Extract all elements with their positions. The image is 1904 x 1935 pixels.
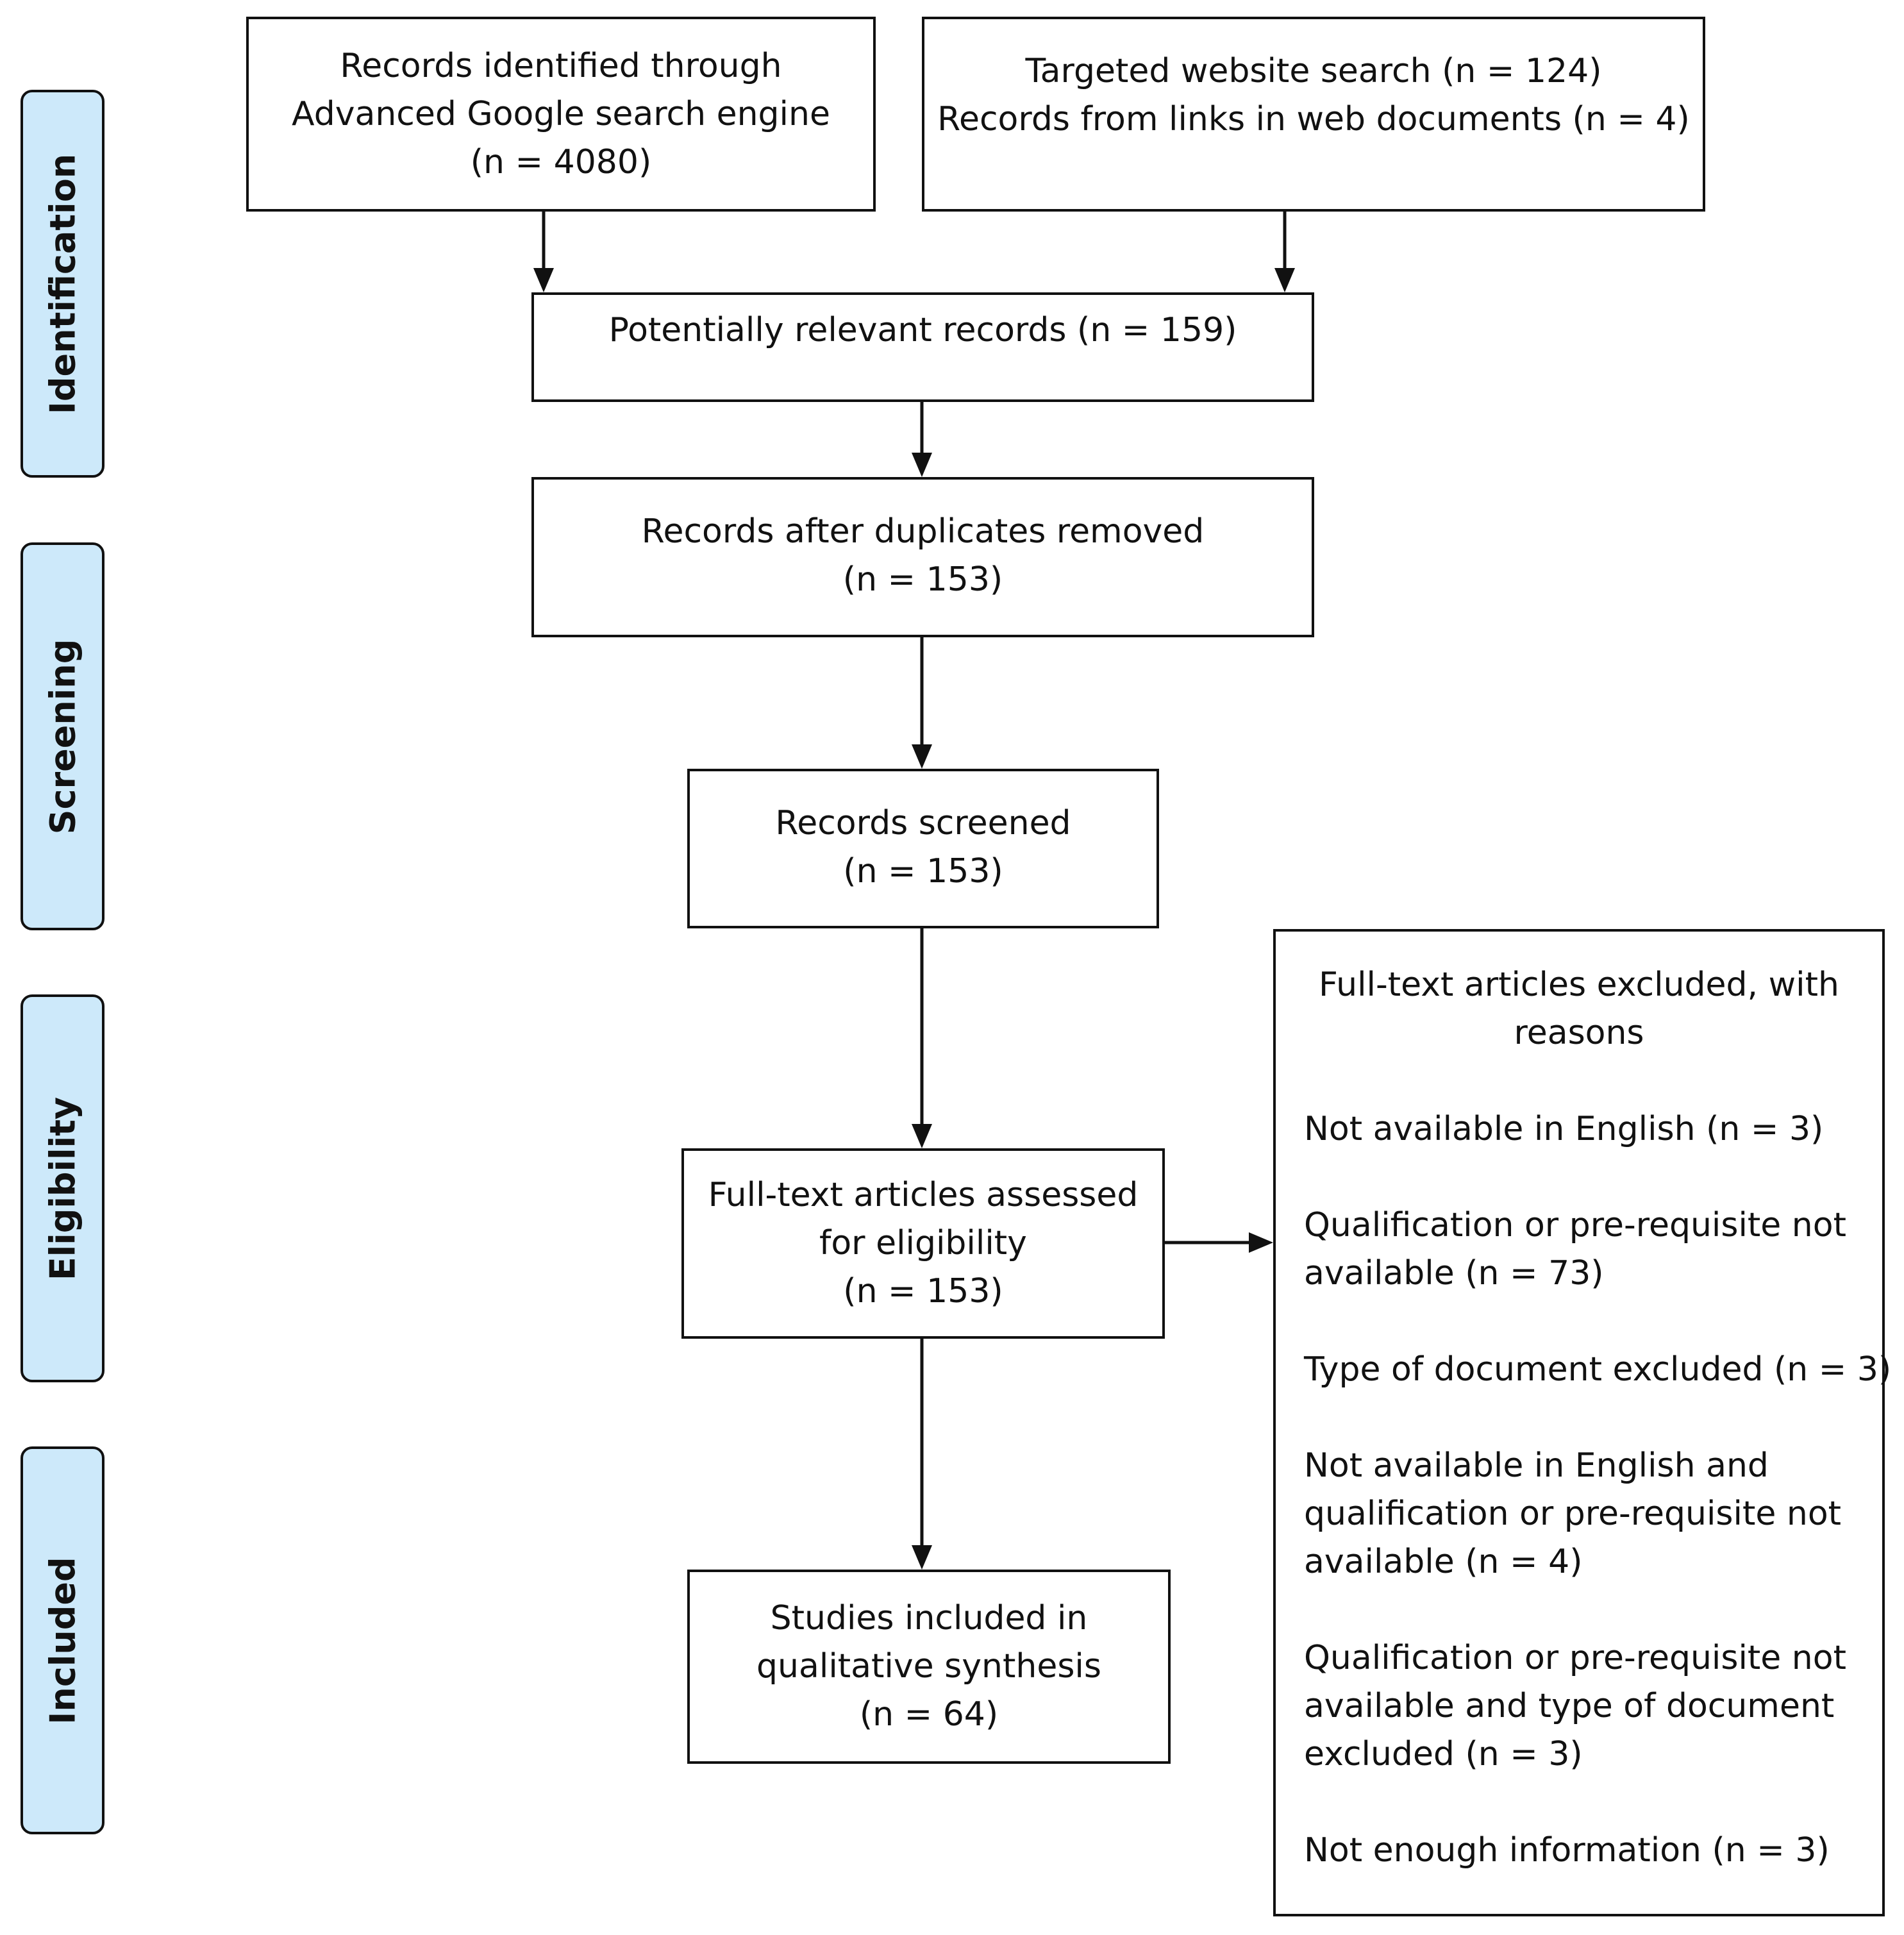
- stage-tab-eligibility: Eligibility: [21, 994, 104, 1382]
- box-full-text-assessed-line-3: (n = 153): [843, 1272, 1003, 1311]
- box-google-search-line-1: Records identified through: [340, 46, 782, 85]
- box-website-search-line-1: Targeted website search (n = 124): [1025, 52, 1602, 90]
- exclusion-reason-line: Type of document excluded (n = 3): [1304, 1350, 1892, 1389]
- stage-label-identification: Identification: [42, 153, 83, 414]
- arrowhead-duplicates: [912, 744, 932, 769]
- exclusion-reason: Qualification or pre-requisite not avail…: [1304, 1202, 1869, 1298]
- exclusion-reason-line: Qualification or pre-requisite not: [1304, 1639, 1846, 1677]
- box-included-line-3: (n = 64): [859, 1695, 999, 1734]
- box-duplicates-removed-line-2: (n = 153): [842, 560, 1003, 599]
- arrowhead-relevant: [912, 453, 932, 477]
- box-included-line-1: Studies included in: [770, 1599, 1088, 1638]
- box-website-search: Targeted website search (n = 124) Record…: [922, 17, 1705, 212]
- arrowhead-google: [533, 268, 554, 292]
- box-potentially-relevant-line-1: Potentially relevant records (n = 159): [608, 311, 1237, 349]
- arrowhead-website: [1274, 268, 1295, 292]
- arrowhead-fulltext: [912, 1545, 932, 1570]
- stage-tab-screening: Screening: [21, 542, 104, 930]
- box-website-search-line-2: Records from links in web documents (n =…: [937, 100, 1690, 138]
- exclusions-heading-line-2: reasons: [1514, 1014, 1644, 1052]
- exclusions-box: Full-text articles excluded, with reason…: [1273, 929, 1892, 1916]
- box-full-text-assessed-line-1: Full-text articles assessed: [708, 1176, 1139, 1214]
- exclusion-reason: Not enough information (n = 3): [1304, 1827, 1869, 1875]
- box-duplicates-removed: Records after duplicates removed (n = 15…: [531, 477, 1314, 637]
- exclusion-reason: Qualification or pre-requisite not avail…: [1304, 1634, 1869, 1779]
- arrowhead-screened: [912, 1124, 932, 1148]
- exclusion-reason-line: Not available in English and: [1304, 1446, 1769, 1485]
- exclusion-reason-line: available (n = 4): [1304, 1543, 1583, 1581]
- exclusion-reason: Type of document excluded (n = 3): [1304, 1346, 1892, 1394]
- box-google-search-line-2: Advanced Google search engine: [292, 94, 830, 133]
- exclusion-reason: Not available in English and qualificati…: [1304, 1442, 1869, 1586]
- box-screened: Records screened (n = 153): [687, 769, 1159, 928]
- exclusion-reason-line: Qualification or pre-requisite not: [1304, 1206, 1846, 1244]
- stage-tab-included: Included: [21, 1446, 104, 1834]
- stage-label-included: Included: [42, 1556, 83, 1725]
- box-full-text-assessed-line-2: for eligibility: [819, 1224, 1027, 1262]
- exclusion-reason: Not available in English (n = 3): [1304, 1105, 1869, 1153]
- stage-label-eligibility: Eligibility: [42, 1096, 83, 1280]
- exclusion-reason-line: available and type of document: [1304, 1687, 1835, 1725]
- exclusion-reason-line: Not available in English (n = 3): [1304, 1110, 1824, 1148]
- exclusion-reason-line: excluded (n = 3): [1304, 1735, 1583, 1773]
- exclusions-heading: Full-text articles excluded, with reason…: [1276, 961, 1882, 1057]
- arrowhead-exclusions: [1249, 1232, 1273, 1253]
- box-included: Studies included in qualitative synthesi…: [687, 1570, 1171, 1764]
- exclusion-reason-line: qualification or pre-requisite not: [1304, 1495, 1842, 1533]
- exclusions-heading-line-1: Full-text articles excluded, with: [1319, 966, 1839, 1004]
- box-google-search-line-3: (n = 4080): [470, 142, 652, 181]
- box-duplicates-removed-line-1: Records after duplicates removed: [641, 512, 1205, 551]
- box-potentially-relevant: Potentially relevant records (n = 159): [531, 292, 1314, 402]
- exclusion-reason-line: Not enough information (n = 3): [1304, 1831, 1830, 1870]
- box-screened-line-1: Records screened: [775, 804, 1071, 842]
- stage-tab-identification: Identification: [21, 90, 104, 478]
- box-screened-line-2: (n = 153): [843, 852, 1003, 891]
- exclusion-reason-line: available (n = 73): [1304, 1254, 1604, 1293]
- stage-label-screening: Screening: [42, 639, 83, 834]
- box-google-search: Records identified through Advanced Goog…: [246, 17, 876, 212]
- box-full-text-assessed: Full-text articles assessed for eligibil…: [681, 1148, 1165, 1339]
- box-included-line-2: qualitative synthesis: [756, 1647, 1101, 1686]
